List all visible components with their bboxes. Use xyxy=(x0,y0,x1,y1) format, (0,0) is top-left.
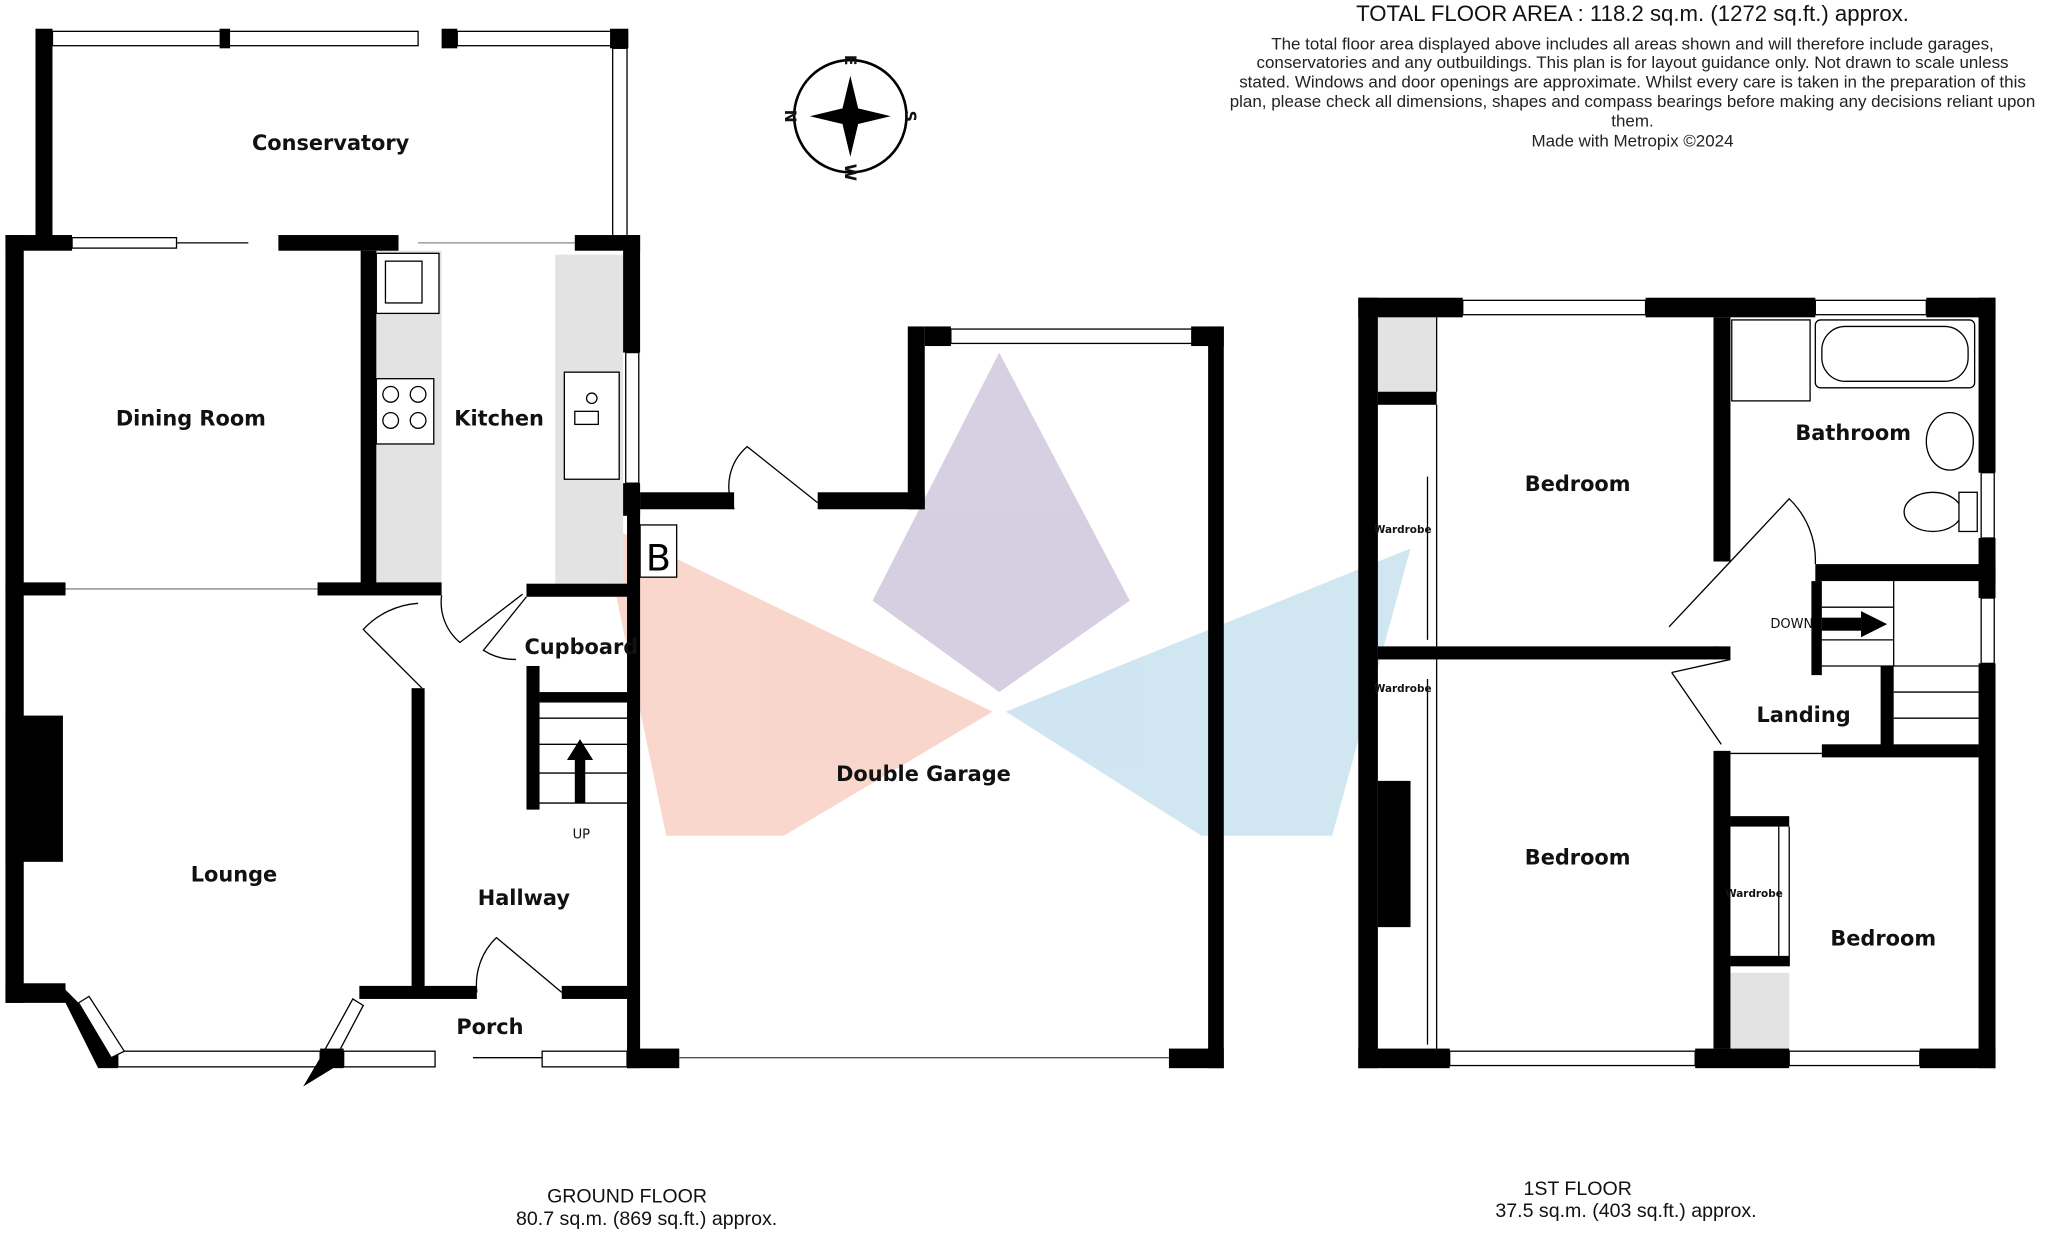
compass-w: W xyxy=(841,164,860,181)
first-floor-plan xyxy=(1358,297,1996,1069)
room-label-bedroom-2: Bedroom xyxy=(1525,845,1631,869)
wardrobe-label-3: Wardrobe xyxy=(1725,888,1783,900)
disclaimer-line: them. xyxy=(1611,112,1653,131)
room-label-bedroom-1: Bedroom xyxy=(1525,472,1631,496)
boiler-label: B xyxy=(646,537,671,580)
compass-s: S xyxy=(901,111,920,122)
disclaimer-line: stated. Windows and door openings are ap… xyxy=(1239,72,2026,91)
disclaimer-line: The total floor area displayed above inc… xyxy=(1271,35,1994,54)
ground-floor-caption: GROUND FLOOR xyxy=(547,1186,707,1208)
disclaimer-line: conservatories and any outbuildings. Thi… xyxy=(1256,53,2008,72)
boiler xyxy=(639,524,678,578)
room-label-bedroom-3: Bedroom xyxy=(1830,926,1936,950)
compass-icon xyxy=(792,58,908,174)
credit: Made with Metropix ©2024 xyxy=(1531,131,1733,150)
total-floor-area: TOTAL FLOOR AREA : 118.2 sq.m. (1272 sq.… xyxy=(1356,1,1909,26)
room-label-double-garage: Double Garage xyxy=(836,762,1011,786)
first-floor-caption: 1ST FLOOR xyxy=(1523,1178,1631,1200)
disclaimer-line: plan, please check all dimensions, shape… xyxy=(1230,92,2036,111)
room-label-hallway: Hallway xyxy=(478,886,571,910)
room-label-kitchen: Kitchen xyxy=(454,407,544,431)
ground-floor-plan xyxy=(5,28,1224,1087)
room-label-lounge: Lounge xyxy=(191,862,277,886)
compass-n: N xyxy=(781,110,800,123)
room-label-dining-room: Dining Room xyxy=(116,407,266,431)
room-label-bathroom: Bathroom xyxy=(1795,421,1911,445)
room-label-cupboard: Cupboard xyxy=(524,635,638,659)
wardrobe-label-2: Wardrobe xyxy=(1374,683,1432,695)
room-label-porch: Porch xyxy=(456,1015,523,1039)
wardrobe-label-1: Wardrobe xyxy=(1374,524,1432,536)
room-label-conservatory: Conservatory xyxy=(252,131,410,155)
room-label-landing: Landing xyxy=(1756,703,1850,727)
ground-floor-area: 80.7 sq.m. (869 sq.ft.) approx. xyxy=(516,1208,777,1230)
stairs-down-label: DOWN xyxy=(1770,617,1813,632)
compass-e: E xyxy=(841,55,860,66)
stairs-up-label: UP xyxy=(573,827,591,842)
first-floor-area: 37.5 sq.m. (403 sq.ft.) approx. xyxy=(1495,1200,1756,1222)
